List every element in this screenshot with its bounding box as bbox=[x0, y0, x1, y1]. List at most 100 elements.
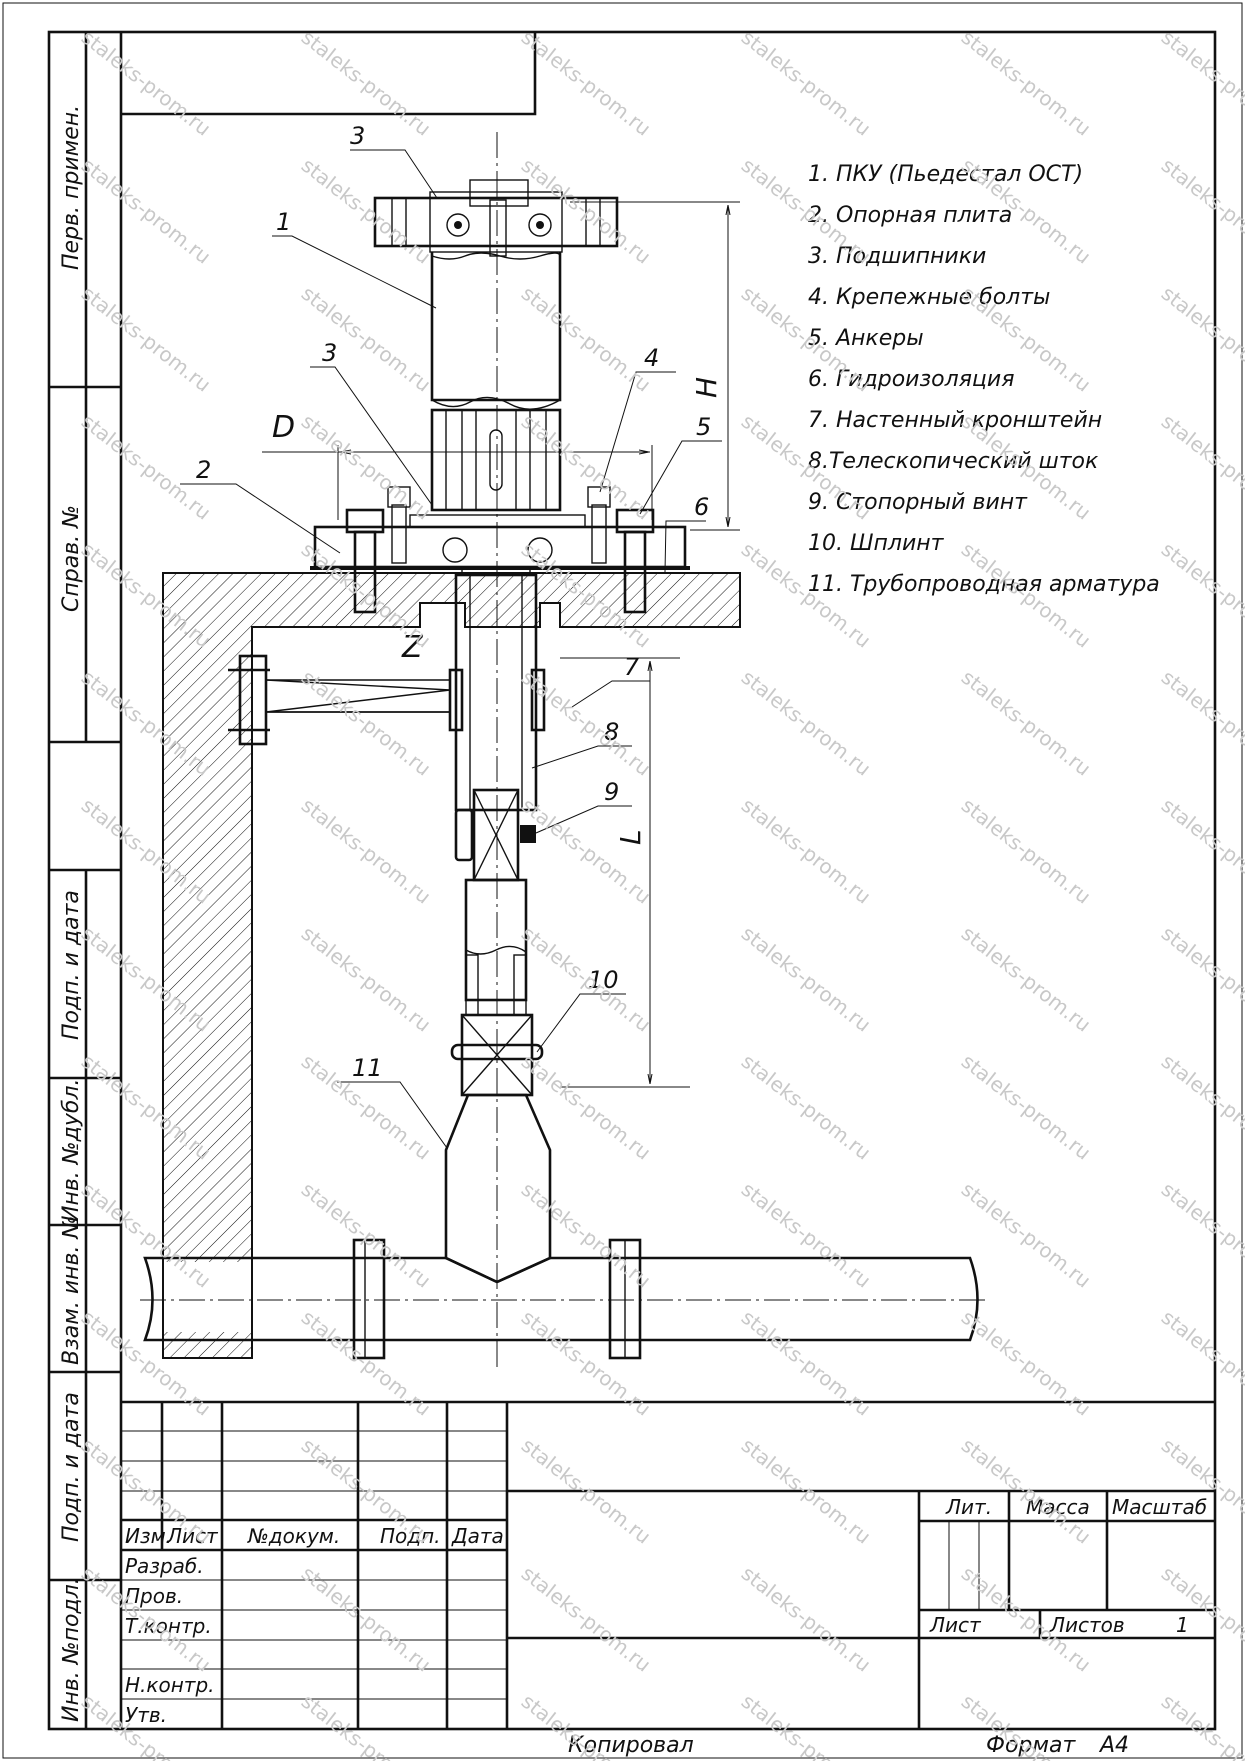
watermark-text: staleks-prom.ru bbox=[297, 921, 436, 1037]
title-block: Изм. Лист №докум. Подп. Дата Разраб. Про… bbox=[121, 1400, 1215, 1729]
watermark-text: staleks-prom.ru bbox=[517, 665, 656, 781]
col-header-ndokum: №докум. bbox=[247, 1524, 340, 1548]
side-label-podp-2: Подп. и дата bbox=[59, 1392, 84, 1542]
watermark-text: staleks-prom.ru bbox=[77, 153, 216, 269]
watermark-text: staleks-prom.ru bbox=[737, 25, 876, 141]
watermark-text: staleks-prom.ru bbox=[1157, 25, 1245, 141]
dimension-lines: H D L Z bbox=[262, 201, 740, 1088]
watermark-text: staleks-prom.ru bbox=[297, 1689, 436, 1761]
watermark-text: staleks-prom.ru bbox=[297, 25, 436, 141]
watermark-text: staleks-prom.ru bbox=[517, 25, 656, 141]
watermark-text: staleks-prom.ru bbox=[957, 1049, 1096, 1165]
watermark-text: staleks-prom.ru bbox=[1157, 793, 1245, 909]
watermark-text: staleks-prom.ru bbox=[737, 1561, 876, 1677]
callout-7: 7 bbox=[624, 653, 640, 681]
legend-item: 7. Настенный кронштейн bbox=[808, 408, 1102, 433]
watermark-text: staleks-prom.ru bbox=[297, 1561, 436, 1677]
side-label-sprav: Справ. № bbox=[59, 505, 84, 612]
watermark-text: staleks-prom.ru bbox=[737, 665, 876, 781]
watermark-text: staleks-prom.ru bbox=[297, 281, 436, 397]
legend-item: 3. Подшипники bbox=[808, 244, 986, 269]
watermark-text: staleks-prom.ru bbox=[1157, 409, 1245, 525]
telescopic-stem bbox=[228, 566, 546, 1097]
row-nkontr: Н.контр. bbox=[125, 1673, 215, 1697]
watermark-text: staleks-prom.ru bbox=[737, 1049, 876, 1165]
watermark-text: staleks-prom.ru bbox=[1157, 1689, 1245, 1761]
legend-item: 6. Гидроизоляция bbox=[808, 367, 1014, 392]
col-header-list: Лист bbox=[166, 1524, 219, 1548]
watermark-text: staleks-prom.ru bbox=[1157, 537, 1245, 653]
pipeline-valve bbox=[143, 1093, 979, 1360]
sheet-footer: Копировал Формат А4 bbox=[568, 1733, 1129, 1758]
side-label-inv-dubl: Инв. №дубл. bbox=[59, 1078, 84, 1222]
dim-l: L bbox=[614, 829, 647, 845]
watermark-text: staleks-prom.ru bbox=[517, 1561, 656, 1677]
callout-9: 9 bbox=[604, 778, 619, 806]
watermark-text: staleks-prom.ru bbox=[297, 153, 436, 269]
concrete-wall bbox=[162, 572, 741, 1359]
cell-listov-value: 1 bbox=[1176, 1613, 1189, 1637]
watermark-text: staleks-prom.ru bbox=[1157, 1561, 1245, 1677]
side-label-perv: Перв. примен. bbox=[59, 105, 84, 270]
side-label-podp-1: Подп. и дата bbox=[59, 890, 84, 1040]
side-label-vzam: Взам. инв. № bbox=[59, 1216, 84, 1365]
callout-5: 5 bbox=[696, 413, 711, 441]
legend-item: 4. Крепежные болты bbox=[808, 285, 1050, 310]
watermark-text: staleks-prom.ru bbox=[517, 1049, 656, 1165]
watermark-text: staleks-prom.ru bbox=[737, 793, 876, 909]
watermark-text: staleks-prom.ru bbox=[517, 153, 656, 269]
watermark-text: staleks-prom.ru bbox=[297, 793, 436, 909]
side-strip: Перв. примен. Справ. № Подп. и дата Инв.… bbox=[49, 32, 121, 1729]
pedestal-head bbox=[373, 179, 619, 512]
callout-10: 10 bbox=[588, 966, 619, 994]
watermark-text: staleks-prom.ru bbox=[77, 281, 216, 397]
row-utv: Утв. bbox=[125, 1703, 167, 1727]
watermark-text: staleks-prom.ru bbox=[1157, 1177, 1245, 1293]
watermark-text: staleks-prom.ru bbox=[77, 25, 216, 141]
legend-item: 10. Шплинт bbox=[808, 531, 945, 556]
watermark-text: staleks-prom.ru bbox=[517, 409, 656, 525]
side-label-inv-podl: Инв. №подл. bbox=[59, 1577, 84, 1722]
callout-3-top: 3 bbox=[350, 122, 365, 150]
watermark-text: staleks-prom.ru bbox=[297, 409, 436, 525]
callout-2: 2 bbox=[196, 456, 211, 484]
callout-6: 6 bbox=[694, 493, 709, 521]
cell-masshtab: Масштаб bbox=[1112, 1495, 1207, 1519]
dim-z: Z bbox=[401, 630, 424, 665]
legend-item: 2. Опорная плита bbox=[808, 203, 1012, 228]
callouts: 3 1 3 2 4 5 6 7 8 9 10 11 bbox=[196, 122, 711, 1082]
legend-item: 8.Телескопический шток bbox=[808, 449, 1099, 474]
watermark-text: staleks-prom.ru bbox=[297, 1177, 436, 1293]
footer-copied: Копировал bbox=[568, 1733, 694, 1758]
footer-format-label: Формат bbox=[986, 1733, 1076, 1758]
col-header-podp: Подп. bbox=[380, 1524, 441, 1548]
row-tkontr: Т.контр. bbox=[125, 1614, 212, 1638]
watermark-text: staleks-prom.ru bbox=[77, 409, 216, 525]
legend-item: 11. Трубопроводная арматура bbox=[808, 572, 1160, 597]
cell-list: Лист bbox=[929, 1613, 982, 1637]
callout-1: 1 bbox=[276, 208, 291, 236]
cell-listov: Листов bbox=[1049, 1613, 1125, 1637]
watermark-text: staleks-prom.ru bbox=[517, 1177, 656, 1293]
watermark-text: staleks-prom.ru bbox=[297, 665, 436, 781]
watermark-text: staleks-prom.ru bbox=[1157, 281, 1245, 397]
watermark-text: staleks-prom.ru bbox=[957, 1177, 1096, 1293]
col-header-data: Дата bbox=[451, 1524, 504, 1548]
callout-8: 8 bbox=[604, 718, 619, 746]
callout-11: 11 bbox=[352, 1054, 383, 1082]
dim-h: H bbox=[690, 377, 723, 398]
dim-d: D bbox=[272, 410, 295, 445]
cell-lit: Лит. bbox=[945, 1495, 992, 1519]
watermark-text: staleks-prom.ru bbox=[517, 281, 656, 397]
watermark-text: staleks-prom.ru bbox=[1157, 665, 1245, 781]
watermark-text: staleks-prom.ru bbox=[517, 921, 656, 1037]
watermark-text: staleks-prom.ru bbox=[957, 921, 1096, 1037]
legend-item: 1. ПКУ (Пьедестал ОСТ) bbox=[808, 162, 1083, 187]
col-header-izm: Изм. bbox=[125, 1524, 172, 1548]
footer-format-value: А4 bbox=[1098, 1733, 1129, 1758]
watermark-text: staleks-prom.ru bbox=[957, 665, 1096, 781]
row-prov: Пров. bbox=[125, 1584, 183, 1608]
watermark-text: staleks-prom.ru bbox=[737, 1689, 876, 1761]
